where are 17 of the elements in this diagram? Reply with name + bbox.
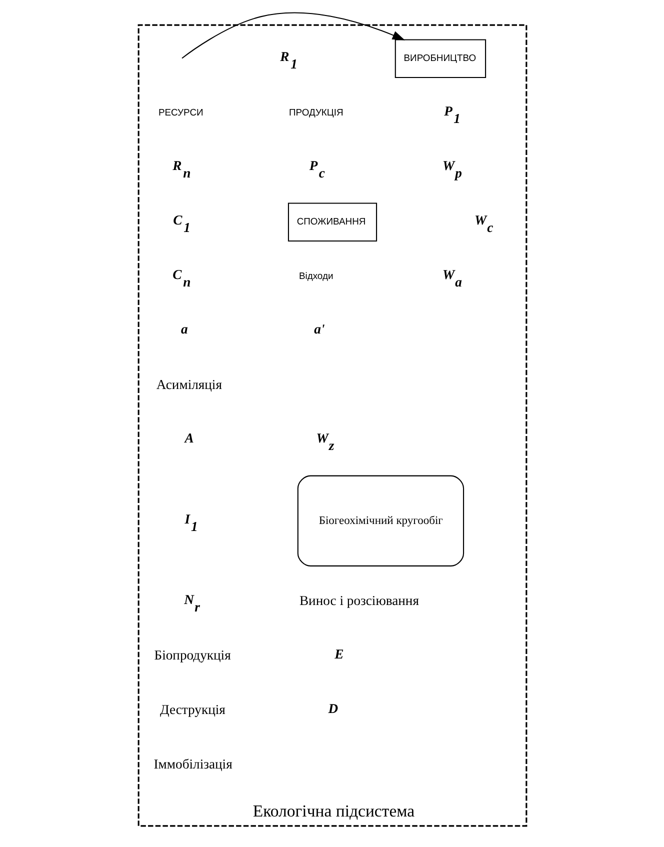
node-box: ВИРОБНИЦТВО [394,39,486,78]
arrow [181,12,405,59]
label: РЕСУРСИ [158,106,203,118]
label: A [184,430,194,446]
node-box: Біогеохімічний кругообіг [296,475,464,566]
label: Винос і розсіювання [298,593,418,608]
label: Відходи [298,270,333,281]
label: D [328,701,338,716]
label: Іммобілізація [153,756,232,772]
label: Асиміляція [156,377,222,392]
label: a [180,322,188,337]
label: E [334,646,344,662]
label: a' [314,322,324,337]
node-box: СПОЖИВАННЯ [287,202,377,242]
label: Деструкція [160,702,225,718]
label: ПРОДУКЦІЯ [288,106,343,118]
label: Біопродукція [154,648,230,663]
